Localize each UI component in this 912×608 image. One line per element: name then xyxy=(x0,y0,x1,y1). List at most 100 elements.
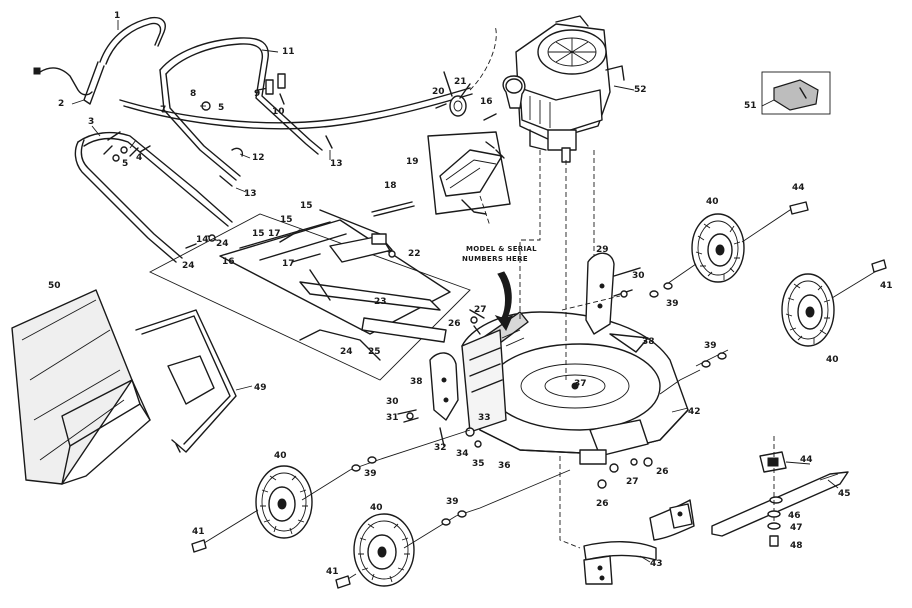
callout-c16a: 16 xyxy=(480,97,493,107)
deck-hardware xyxy=(439,309,653,489)
callout-c47: 47 xyxy=(790,523,803,533)
callout-c15c: 15 xyxy=(252,229,265,239)
engine xyxy=(502,15,625,163)
callout-c12: 12 xyxy=(252,153,265,163)
warning-label-plate xyxy=(427,131,511,227)
ignition-key xyxy=(761,71,831,115)
callout-c30a: 30 xyxy=(632,271,645,281)
callout-c31: 31 xyxy=(386,413,399,423)
rear-wheel-right xyxy=(781,273,835,347)
callout-c22: 22 xyxy=(408,249,421,259)
callout-c11: 11 xyxy=(282,47,295,57)
callout-c35: 35 xyxy=(472,459,485,469)
callout-c37: 37 xyxy=(574,379,587,389)
callout-c5b: 5 xyxy=(218,103,224,113)
callout-c10: 10 xyxy=(272,107,285,117)
blade-adapter xyxy=(759,436,787,530)
front-axle-guide xyxy=(609,333,649,353)
rear-height-bracket xyxy=(397,352,459,423)
handle-hardware xyxy=(103,73,333,249)
cutting-blade xyxy=(711,471,849,537)
front-wheel-left xyxy=(255,465,313,539)
callout-c2: 2 xyxy=(58,99,64,109)
callout-c45: 45 xyxy=(838,489,851,499)
callout-c24a: 24 xyxy=(182,261,195,271)
serial-number-pointer xyxy=(494,271,513,332)
callout-c29: 29 xyxy=(596,245,609,255)
callout-c21: 21 xyxy=(454,77,467,87)
model-serial-note-line2: NUMBERS HERE xyxy=(462,255,528,263)
callout-c7: 7 xyxy=(160,105,166,115)
callout-c15a: 15 xyxy=(280,215,293,225)
callout-c16b: 16 xyxy=(222,257,235,267)
callout-c38a: 38 xyxy=(642,337,655,347)
model-serial-note-line1: MODEL & SERIAL xyxy=(466,245,537,253)
skirt-deflector xyxy=(559,456,695,585)
handle-frame xyxy=(74,131,233,263)
callout-c17b: 17 xyxy=(282,259,295,269)
callout-c41c: 41 xyxy=(326,567,339,577)
callout-c39b: 39 xyxy=(704,341,717,351)
muffler-shield xyxy=(435,71,497,121)
lower-handle xyxy=(159,37,323,181)
callout-c9: 9 xyxy=(254,89,260,99)
callout-c25: 25 xyxy=(368,347,381,357)
callout-c23: 23 xyxy=(374,297,387,307)
callout-c38b: 38 xyxy=(410,377,423,387)
callout-c24b: 24 xyxy=(216,239,229,249)
grass-bag xyxy=(11,289,151,485)
callout-c40d: 40 xyxy=(370,503,383,513)
upper-handle xyxy=(83,16,166,105)
callout-c41a: 41 xyxy=(880,281,893,291)
callout-c40b: 40 xyxy=(826,355,839,365)
front-height-bracket xyxy=(561,252,641,335)
callout-c46: 46 xyxy=(788,511,801,521)
callout-c50: 50 xyxy=(48,281,61,291)
front-wheel-lower xyxy=(353,513,415,587)
callout-c13b: 13 xyxy=(244,189,257,199)
callout-c19: 19 xyxy=(406,157,419,167)
callout-c32: 32 xyxy=(434,443,447,453)
callout-c39c: 39 xyxy=(364,469,377,479)
callout-c49: 49 xyxy=(254,383,267,393)
callout-c17a: 17 xyxy=(268,229,281,239)
callout-c5a: 5 xyxy=(122,159,128,169)
callout-c43: 43 xyxy=(650,559,663,569)
callout-c26c: 26 xyxy=(596,499,609,509)
axle-washers xyxy=(351,282,727,526)
callout-c40c: 40 xyxy=(274,451,287,461)
deck-rear-panel xyxy=(461,329,507,433)
callout-c26a: 26 xyxy=(448,319,461,329)
callout-c42: 42 xyxy=(688,407,701,417)
leader-lines xyxy=(71,20,839,563)
callout-c1: 1 xyxy=(114,11,120,21)
callout-c52: 52 xyxy=(634,85,647,95)
callout-c26b: 26 xyxy=(656,467,669,477)
callout-c44b: 44 xyxy=(800,455,813,465)
callout-c51: 51 xyxy=(744,101,757,111)
blade-hardware xyxy=(767,510,781,547)
callout-c8: 8 xyxy=(190,89,196,99)
callout-c39a: 39 xyxy=(666,299,679,309)
callout-c41b: 41 xyxy=(192,527,205,537)
bag-frame xyxy=(135,309,237,453)
rear-baffle-assembly xyxy=(148,209,471,381)
wheel-axle-lines xyxy=(195,209,879,585)
control-cable xyxy=(33,25,497,130)
callout-c40a: 40 xyxy=(706,197,719,207)
callout-c30b: 30 xyxy=(386,397,399,407)
callout-c15b: 15 xyxy=(300,201,313,211)
callout-c13a: 13 xyxy=(330,159,343,169)
rear-pivot-rod xyxy=(371,201,415,217)
callout-c27a: 27 xyxy=(474,305,487,315)
callout-c39d: 39 xyxy=(446,497,459,507)
axle-bolts xyxy=(191,201,887,589)
callout-c14: 14 xyxy=(196,235,209,245)
callout-c4: 4 xyxy=(136,153,142,163)
rear-wheel-upper xyxy=(691,213,745,283)
callout-c20: 20 xyxy=(432,87,445,97)
callout-c18: 18 xyxy=(384,181,397,191)
